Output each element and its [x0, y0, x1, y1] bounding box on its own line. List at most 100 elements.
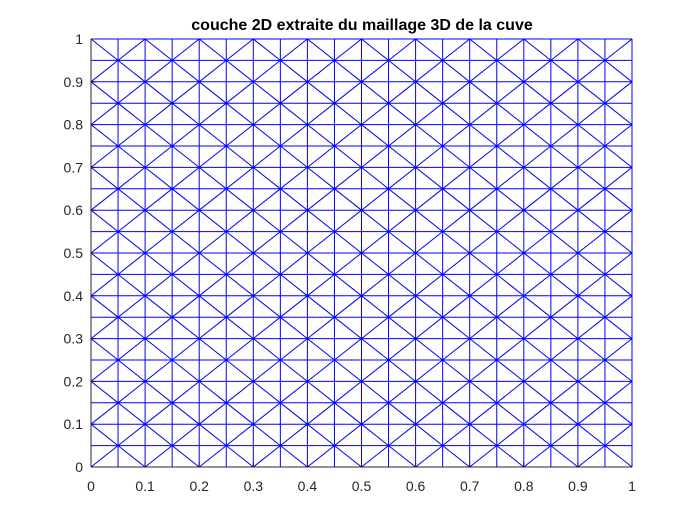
- mesh-diagonal: [252, 402, 281, 425]
- mesh-diagonal: [523, 359, 552, 382]
- mesh-diagonal: [198, 188, 227, 211]
- mesh-diagonal: [361, 338, 389, 361]
- mesh-diagonal: [117, 38, 146, 61]
- mesh-diagonal: [252, 124, 281, 147]
- mesh-diagonal: [307, 231, 335, 254]
- mesh-diagonal: [442, 274, 471, 297]
- mesh-diagonal: [442, 231, 471, 254]
- mesh-diagonal: [252, 167, 281, 190]
- mesh-diagonal: [604, 188, 633, 211]
- mesh-diagonal: [144, 209, 173, 232]
- mesh-diagonal: [225, 274, 254, 297]
- x-tick-label: 0.1: [135, 478, 155, 494]
- mesh-diagonal: [577, 252, 606, 275]
- mesh-diagonal: [523, 252, 552, 275]
- mesh-diagonal: [171, 209, 200, 232]
- mesh-diagonal: [361, 445, 389, 468]
- mesh-diagonal: [415, 295, 443, 318]
- mesh-diagonal: [117, 316, 146, 339]
- mesh-diagonal: [577, 60, 606, 83]
- mesh-diagonal: [198, 102, 227, 125]
- mesh-diagonal: [280, 402, 308, 425]
- mesh-diagonal: [361, 60, 389, 83]
- mesh-diagonal: [604, 209, 633, 232]
- mesh-diagonal: [144, 252, 173, 275]
- mesh-diagonal: [90, 60, 119, 83]
- mesh-diagonal: [577, 102, 606, 125]
- mesh-diagonal: [523, 81, 552, 104]
- mesh-diagonal: [307, 381, 335, 404]
- mesh-diagonal: [171, 145, 200, 168]
- mesh-diagonal: [523, 231, 552, 254]
- mesh-diagonal: [280, 145, 308, 168]
- mesh-diagonal: [280, 274, 308, 297]
- mesh-diagonal: [469, 252, 498, 275]
- mesh-diagonal: [198, 231, 227, 254]
- mesh-diagonal: [171, 445, 200, 468]
- mesh-diagonal: [550, 359, 579, 382]
- mesh-diagonal: [361, 295, 389, 318]
- mesh-diagonal: [280, 124, 308, 147]
- mesh-diagonal: [117, 188, 146, 211]
- mesh-diagonal: [577, 124, 606, 147]
- mesh-diagonal: [550, 231, 579, 254]
- mesh-diagonal: [442, 423, 471, 446]
- mesh-diagonal: [361, 316, 389, 339]
- mesh-diagonal: [496, 124, 525, 147]
- mesh-diagonal: [225, 402, 254, 425]
- mesh-diagonal: [225, 81, 254, 104]
- mesh-diagonal: [388, 81, 416, 104]
- mesh-diagonal: [90, 167, 119, 190]
- mesh-diagonal: [550, 381, 579, 404]
- mesh-diagonal: [117, 145, 146, 168]
- mesh-diagonal: [442, 209, 471, 232]
- mesh-diagonal: [225, 423, 254, 446]
- mesh-diagonal: [90, 209, 119, 232]
- mesh-diagonal: [361, 423, 389, 446]
- mesh-diagonal: [144, 423, 173, 446]
- mesh-diagonal: [469, 102, 498, 125]
- mesh-diagonal: [361, 124, 389, 147]
- mesh-diagonal: [117, 338, 146, 361]
- mesh-diagonal: [117, 295, 146, 318]
- mesh-diagonal: [388, 167, 416, 190]
- mesh-diagonal: [388, 423, 416, 446]
- mesh-diagonal: [604, 402, 633, 425]
- mesh-diagonal: [198, 338, 227, 361]
- mesh-diagonal: [171, 81, 200, 104]
- mesh-diagonal: [198, 359, 227, 382]
- mesh-diagonal: [171, 338, 200, 361]
- mesh-diagonal: [171, 231, 200, 254]
- mesh-diagonal: [577, 231, 606, 254]
- mesh-diagonal: [469, 402, 498, 425]
- mesh-diagonal: [523, 145, 552, 168]
- mesh-diagonal: [334, 102, 362, 125]
- mesh-diagonal: [307, 38, 335, 61]
- y-tick-label: 0.1: [64, 416, 84, 432]
- mesh-diagonal: [90, 423, 119, 446]
- mesh-diagonal: [90, 124, 119, 147]
- y-tick-label: 0.9: [64, 74, 84, 90]
- mesh-diagonal: [442, 145, 471, 168]
- mesh-diagonal: [252, 274, 281, 297]
- y-tick-label: 0.6: [64, 202, 84, 218]
- mesh-diagonal: [415, 209, 443, 232]
- mesh-diagonal: [225, 60, 254, 83]
- mesh-diagonal: [307, 274, 335, 297]
- mesh-diagonal: [415, 316, 443, 339]
- x-tick-label: 0.8: [514, 478, 534, 494]
- mesh-diagonal: [361, 381, 389, 404]
- x-tick-label: 1: [628, 478, 636, 494]
- mesh-diagonal: [334, 124, 362, 147]
- mesh-diagonal: [307, 359, 335, 382]
- mesh-diagonal: [90, 188, 119, 211]
- y-axis-ticks: 00.10.20.30.40.50.60.70.80.91: [64, 31, 96, 475]
- mesh-diagonal: [252, 209, 281, 232]
- mesh-diagonal: [90, 145, 119, 168]
- mesh-diagonal: [144, 60, 173, 83]
- mesh-diagonal: [144, 295, 173, 318]
- y-tick-label: 0: [75, 459, 83, 475]
- mesh-diagonal: [577, 274, 606, 297]
- mesh-diagonal: [523, 338, 552, 361]
